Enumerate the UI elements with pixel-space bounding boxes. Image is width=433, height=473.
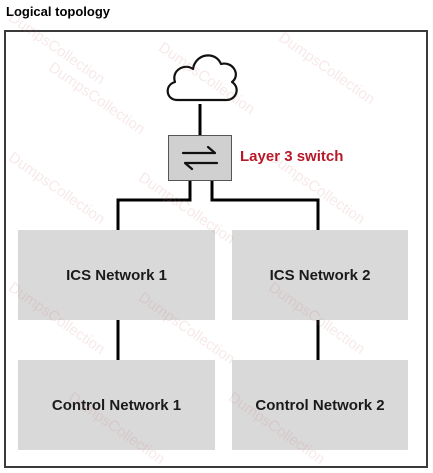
switch-label: Layer 3 switch [240,148,344,165]
diagram-title: Logical topology [6,4,110,19]
layer3-switch [168,135,232,181]
ics-network-1-label: ICS Network 1 [66,266,167,284]
ics-network-1-box: ICS Network 1 [18,230,215,320]
link-switch-ics2 [210,181,320,230]
cloud-icon [166,54,238,102]
control-network-2-label: Control Network 2 [255,396,385,414]
control-network-2-box: Control Network 2 [232,360,408,450]
link-switch-ics1 [116,181,192,230]
ics-network-2-label: ICS Network 2 [269,266,371,284]
switch-arrows-icon [181,145,219,171]
control-network-1-label: Control Network 1 [51,396,182,414]
control-network-1-box: Control Network 1 [18,360,215,450]
ics-network-2-box: ICS Network 2 [232,230,408,320]
